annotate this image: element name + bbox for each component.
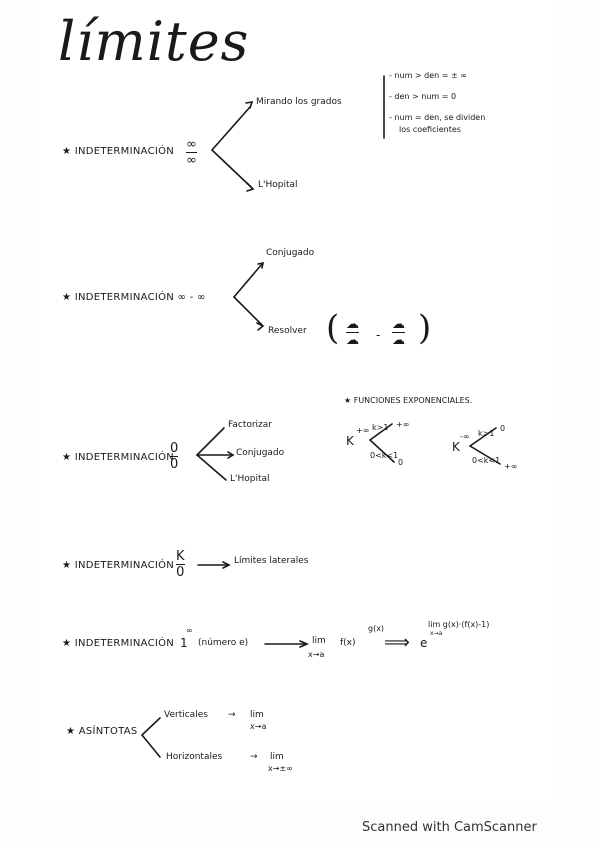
resolver-fraction-2: ☁ ☁ (392, 318, 405, 347)
section-2-label: ★ INDETERMINACIÓN ∞ - ∞ (62, 292, 206, 303)
g-of-x-exp: g(x) (368, 624, 385, 633)
expo-right-bot-res: +∞ (504, 462, 518, 471)
section-3-label: ★ INDETERMINACIÓN (62, 452, 175, 463)
expo-left-bot-res: 0 (398, 458, 404, 467)
expo-title: ★ FUNCIONES EXPONENCIALES. (344, 396, 473, 405)
case-2: - den > num = 0 (389, 92, 457, 101)
cloud-denominator-2: ☁ (392, 333, 405, 348)
cloud-denominator-1: ☁ (346, 333, 359, 348)
lim-symbol: lim (312, 636, 326, 646)
branch-lhopital: L'Hopital (258, 180, 298, 190)
section-1-fraction: ∞ ∞ (186, 138, 197, 167)
expo-left-exp: +∞ (356, 426, 370, 435)
page-title: límites (58, 10, 250, 73)
arrow-1: → (228, 710, 236, 720)
expo-left-bot-cond: 0<k<1 (370, 451, 399, 460)
lim-verticales: lim (250, 710, 264, 720)
lim-subscript: x→a (308, 650, 325, 659)
infinity-exponent: ∞ (186, 626, 193, 635)
section-1-label: ★ INDETERMINACIÓN (62, 146, 175, 157)
branch-conjugado: Conjugado (266, 248, 315, 258)
expo-right-bot-cond: 0<k<1 (472, 456, 501, 465)
case-1: - num > den = ± ∞ (389, 71, 467, 80)
branch-resolver: Resolver (268, 326, 307, 336)
fraction-numerator: ∞ (186, 137, 197, 152)
lim-horizontales: lim (270, 752, 284, 762)
expo-right-top-cond: k>1 (478, 429, 495, 438)
expo-left-top-cond: k>1 (372, 423, 389, 432)
e-exponent-sub: x→a (430, 630, 443, 637)
branch-lhopital-2: L'Hopital (230, 474, 270, 484)
paren-close: ) (418, 308, 432, 348)
expo-left-top-res: +∞ (396, 420, 410, 429)
limites-laterales: Límites laterales (234, 556, 309, 566)
f-of-x: f(x) (340, 638, 356, 648)
cloud-numerator-1: ☁ (346, 317, 359, 332)
fraction-bar (346, 332, 359, 333)
fraction-bar (392, 332, 405, 333)
branch-verticales: Verticales (164, 710, 208, 720)
expo-right-exp: -∞ (460, 432, 470, 441)
numero-e-note: (número e) (198, 638, 249, 648)
fraction-denominator: ∞ (186, 153, 197, 168)
one-base: 1 (180, 636, 188, 650)
branch-horizontales: Horizontales (166, 752, 223, 762)
lim-verticales-sub: x→a (250, 722, 267, 731)
fraction-bar (170, 456, 179, 457)
branch-factorizar: Factorizar (228, 420, 272, 430)
section-6-label: ★ ASÍNTOTAS (66, 726, 138, 737)
scanner-watermark: Scanned with CamScanner (362, 820, 537, 835)
branch-conjugado-2: Conjugado (236, 448, 285, 458)
lim-horizontales-sub: x→±∞ (268, 764, 293, 773)
fraction-bar (186, 152, 197, 153)
fraction-denominator: 0 (170, 457, 179, 472)
section-4-fraction: K 0 (176, 550, 185, 579)
cloud-numerator-2: ☁ (392, 317, 405, 332)
resolver-fraction-1: ☁ ☁ (346, 318, 359, 347)
expo-right-top-res: 0 (500, 424, 506, 433)
minus-sign: - (376, 328, 381, 342)
euler-e: e (420, 636, 428, 650)
section-3-fraction: 0 0 (170, 441, 179, 472)
section-4-label: ★ INDETERMINACIÓN (62, 560, 175, 571)
e-exponent: lim g(x)·(f(x)-1) (428, 620, 490, 629)
branch-grados: Mirando los grados (256, 97, 342, 107)
expo-right-base: K (452, 440, 460, 454)
paper-sheet (38, 0, 558, 800)
case-3: - num = den, se dividen (389, 113, 486, 122)
implies-arrow: ⟹ (384, 632, 410, 653)
fraction-denominator: 0 (176, 565, 185, 580)
paren-open: ( (326, 308, 340, 348)
fraction-numerator: 0 (170, 441, 179, 456)
case-3-cont: los coeficientes (399, 125, 461, 134)
expo-left-base: K (346, 434, 354, 448)
arrow-2: → (250, 752, 258, 762)
fraction-numerator: K (176, 549, 185, 564)
section-5-label: ★ INDETERMINACIÓN (62, 638, 175, 649)
fraction-bar (176, 564, 185, 565)
